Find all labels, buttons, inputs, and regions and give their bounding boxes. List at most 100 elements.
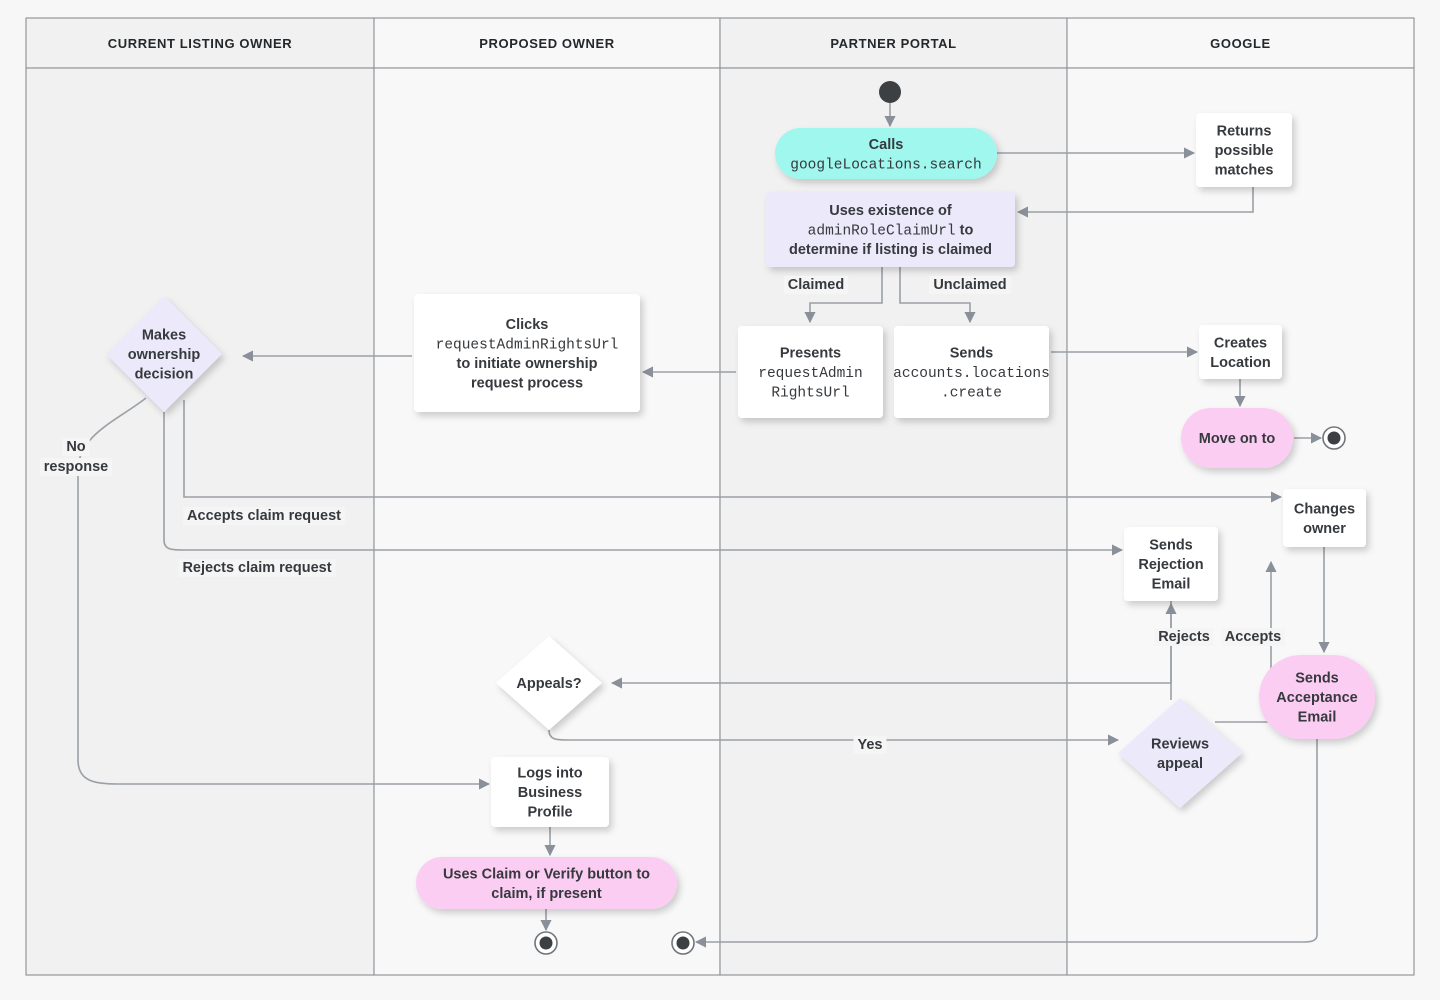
edge-label-halo [62,438,90,456]
edge-label-accepts: Accepts [1220,628,1286,646]
edge-label-text: Rejects [1158,629,1210,645]
node-text-line: claim, if present [491,886,602,902]
node-text-line: Sends [950,346,994,362]
edge-returns-to-uses [1016,187,1254,218]
node-text-line: Sends [1295,671,1339,687]
lane-header-lane-google [1066,17,1415,69]
edge-uses-split-left [804,267,883,324]
node-shape-pill [775,128,997,179]
edge-acceptance-to-end-portal [694,739,1318,948]
edge-label-claimed: Claimed [783,276,849,294]
node-text-line: Clicks [506,317,549,333]
lane-header-label: PARTNER PORTAL [830,36,956,51]
node-shape-diamond [496,636,602,730]
end-node-partner-portal[interactable] [671,931,695,955]
lane-header-lane-current-listing-owner [25,17,375,69]
edge-label-text: Accepts [1225,629,1281,645]
lane-header-lane-partner-portal [719,17,1068,69]
node-move-on-to[interactable]: Move on to [1181,408,1293,468]
node-text-line: Uses existence of [829,203,952,219]
node-text-line: Logs into [517,766,582,782]
node-shape-rect [1283,489,1366,547]
node-shape-rect [766,192,1015,267]
end-node-proposed-owner[interactable] [534,931,558,955]
node-text-line: Move on to [1199,431,1276,447]
node-text-line: Email [1152,577,1191,593]
lane-header-label: PROPOSED OWNER [479,36,615,51]
node-text-line: decision [135,367,194,383]
node-text-line: Location [1210,355,1270,371]
edge-label-halo [783,276,849,294]
node-text-line: RightsUrl [771,386,849,402]
edge-label-no-response-line1: No [62,438,90,456]
node-text-line: request process [471,375,583,391]
node-text-line: Profile [527,805,572,821]
node-uses-claim-or-verify-button[interactable]: Uses Claim or Verify button to claim, if … [416,857,677,909]
edge-label-rejects: Rejects [1154,628,1214,646]
node-shape-rect [1196,113,1292,187]
edge-label-no-response-line2: response [39,458,113,476]
node-shape-rect [894,326,1049,418]
node-text-line: Makes [142,328,186,344]
edge-rejects-claim-to-rejection [163,412,1124,556]
edge-label-text: Rejects claim request [182,560,331,576]
edge-label-halo [178,559,336,577]
node-text-line: appeal [1157,756,1203,772]
edge-uses-split-right [899,267,976,324]
node-changes-owner[interactable]: Changes owner [1283,489,1366,547]
node-text-line: Reviews [1151,736,1209,752]
node-text-line: Business [518,785,582,801]
node-text-line: Uses Claim or Verify button to [443,866,650,882]
edge-appeals-yes-to-reviews [548,729,1120,746]
edge-label-text: No [66,439,85,455]
node-text-line: Email [1298,710,1337,726]
edge-label-halo [929,276,1011,294]
lane-body-lane-proposed-owner [373,67,721,976]
node-text-line: to initiate ownership [457,356,598,372]
end-node-google[interactable] [1322,426,1346,450]
node-text-line: .create [941,386,1002,402]
node-shape-rect [414,294,640,412]
node-shape-diamond [106,296,222,412]
node-text-line: Appeals? [516,676,581,692]
edge-label-halo [183,507,346,525]
end-inner-dot-icon [676,936,690,950]
node-shape-rect [491,757,609,827]
end-inner-dot-icon [1327,431,1341,445]
node-text-line: Creates [1214,335,1267,351]
node-text-line: Calls [869,137,904,153]
node-appeals-decision[interactable]: Appeals? [496,636,602,730]
node-text-line: Acceptance [1276,690,1357,706]
edge-label-halo [39,458,113,476]
node-makes-ownership-decision[interactable]: Makes ownership decision [106,296,222,412]
end-inner-dot-icon [539,936,553,950]
node-text-line: Changes [1294,501,1355,517]
edge-label-text: response [44,459,108,475]
start-node[interactable] [879,81,901,103]
node-text-line: owner [1303,521,1346,537]
edge-label-halo [1154,628,1214,646]
node-shape-rect [1199,325,1282,379]
node-text-line: Sends [1149,538,1193,554]
node-shape-diamond [1118,698,1242,808]
node-text-line: ownership [128,347,201,363]
node-shape-pill [1181,408,1293,468]
node-text-line: possible [1215,143,1274,159]
edge-label-accepts-claim-request: Accepts claim request [183,507,346,525]
node-reviews-appeal[interactable]: Reviews appeal [1118,698,1242,808]
edge-label-yes: Yes [853,736,887,754]
edge-label-text: Yes [858,737,883,753]
